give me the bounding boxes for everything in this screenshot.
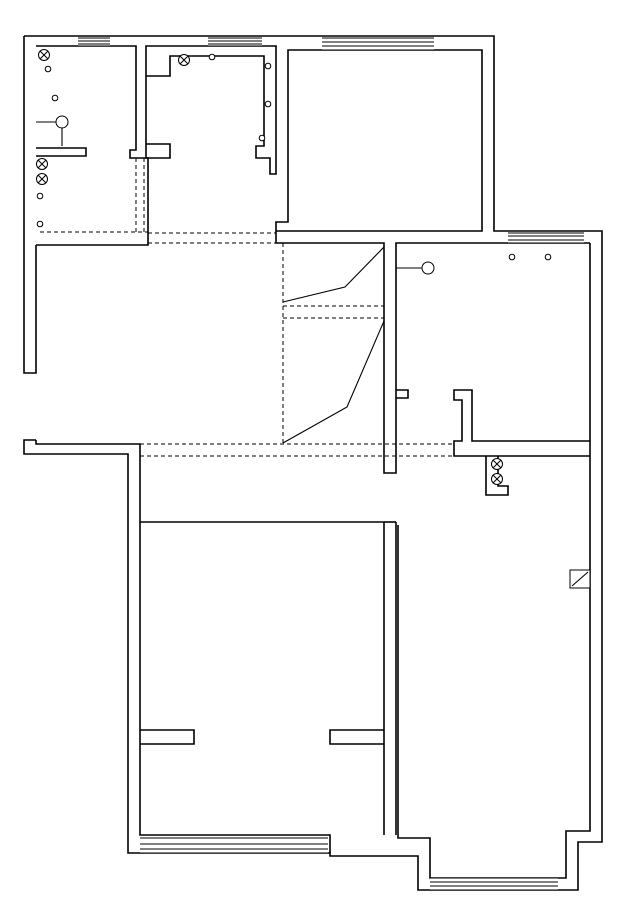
wall-bedroom-east (453, 389, 590, 457)
exterior-wall-inner-north-west (23, 36, 37, 374)
wall-closet-left (140, 729, 195, 745)
small-circle-outlet-icon (36, 220, 44, 228)
circle-x-light-icon (178, 54, 190, 66)
wall-corridor-east-jamb (396, 389, 409, 399)
window-south-east (430, 877, 558, 891)
circle-x-light-icon (38, 49, 50, 61)
exterior-wall-inner-south (35, 440, 331, 853)
light-fixtures (36, 49, 503, 485)
outlet-fixtures (36, 53, 552, 261)
window-north-2 (208, 37, 262, 47)
wall-closet-right (329, 729, 384, 745)
small-circle-outlet-icon (264, 100, 272, 108)
small-circle-outlet-icon (44, 65, 52, 73)
electrical-panel (569, 569, 591, 589)
windows (78, 37, 584, 891)
stair-lower-flight (282, 320, 385, 444)
wall-bathroom-partition (36, 147, 87, 157)
stair (282, 243, 385, 444)
small-circle-outlet-icon (544, 253, 552, 261)
exterior-wall-north-west (23, 35, 603, 891)
small-circle-outlet-icon (258, 134, 266, 142)
circle-x-light-icon (36, 173, 48, 185)
small-circle-outlet-icon (51, 94, 59, 102)
riser-pipe-icon (55, 115, 69, 129)
wall-kitchen (145, 45, 277, 175)
small-circle-outlet-icon (264, 62, 272, 70)
window-north-3 (322, 37, 434, 51)
room-bedroom-north-east (275, 49, 508, 474)
wall-bedroom-north-east-stub (275, 231, 508, 474)
circle-x-light-icon (491, 458, 503, 470)
circle-x-light-icon (491, 473, 503, 485)
wall-bedroom-north-east (275, 49, 483, 232)
exterior-walls (23, 35, 603, 891)
circle-x-light-icon (36, 158, 48, 170)
room-bedroom-south (140, 521, 397, 835)
room-kitchen-north (145, 45, 277, 175)
small-circle-outlet-icon (208, 53, 216, 61)
wall-bathroom-left (36, 45, 149, 246)
window-east (508, 232, 584, 244)
window-south-west (140, 836, 328, 854)
room-bathroom-north-west (36, 45, 149, 246)
small-circle-outlet-icon (36, 192, 44, 200)
window-north-1 (78, 37, 110, 47)
stair-upper-flight (282, 246, 385, 303)
exterior-wall-inner-east (397, 243, 591, 879)
small-circle-outlet-icon (508, 253, 516, 261)
wall-bedroom-south (140, 521, 385, 835)
riser-pipe-icon-east (421, 261, 435, 275)
dashed-openings (40, 158, 454, 457)
